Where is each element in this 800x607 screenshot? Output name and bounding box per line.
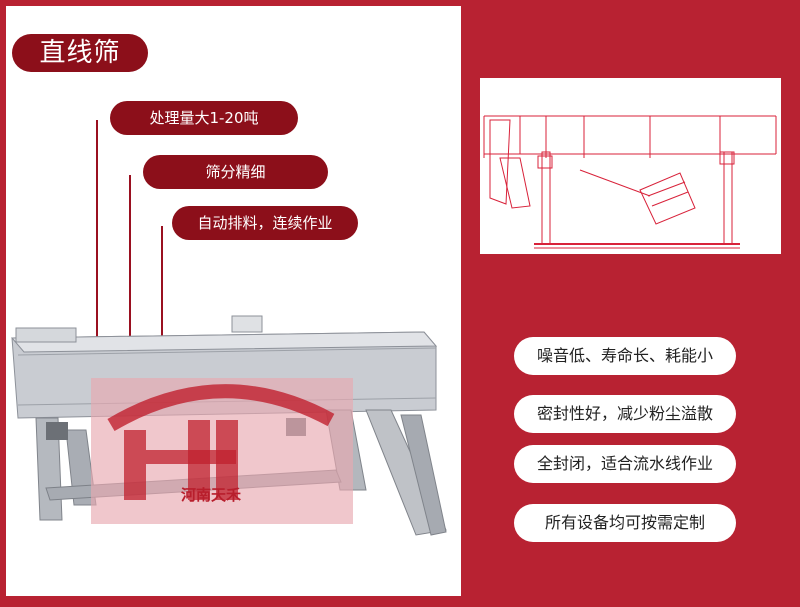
technical-diagram — [480, 78, 781, 254]
feature-pill-low-noise: 噪音低、寿命长、耗能小 — [514, 337, 736, 375]
feature-pill-capacity: 处理量大1-20吨 — [110, 101, 298, 135]
feature-pill-customizable: 所有设备均可按需定制 — [514, 504, 736, 542]
leader-line-2 — [129, 175, 131, 338]
feature-pill-discharge: 自动排料，连续作业 — [172, 206, 358, 240]
page-title: 直线筛 — [12, 34, 148, 72]
feature-pill-enclosed: 全封闭，适合流水线作业 — [514, 445, 736, 483]
feature-pill-sealed: 密封性好，减少粉尘溢散 — [514, 395, 736, 433]
leader-line-1 — [96, 120, 98, 338]
feature-pill-screening: 筛分精细 — [143, 155, 328, 189]
leader-line-3 — [161, 226, 163, 338]
watermark-text: 河南天禾 — [181, 486, 242, 504]
linear-screen-machine-image: 河南天禾 — [10, 315, 447, 536]
